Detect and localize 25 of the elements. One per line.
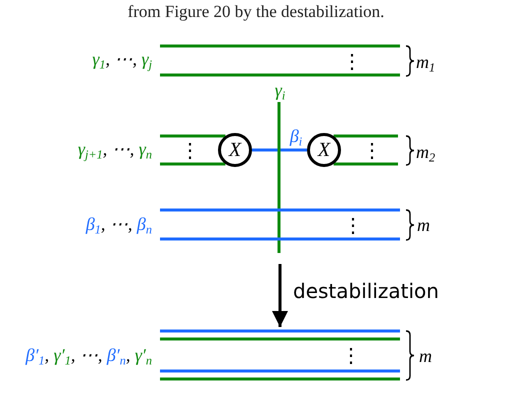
- strand-line: [334, 162, 398, 166]
- strand-label: γ$_{j+1}$, ⋯, γ$_{n}$: [78, 140, 152, 160]
- caption: from Figure 20 by the destabilization.: [128, 2, 384, 22]
- strand-line: [160, 162, 226, 166]
- ellipsis-mark: ⋮: [342, 51, 362, 71]
- circled-symbol: X: [218, 133, 252, 167]
- edge-label: β$_{i}$: [288, 127, 304, 147]
- multiplicity-label: m$_{2}$: [416, 143, 436, 163]
- strand-line: [160, 134, 226, 138]
- multiplicity-label: m: [417, 216, 430, 236]
- ellipsis-mark: ⋮: [343, 215, 363, 235]
- multiplicity-label: m$_{1}$: [416, 53, 436, 73]
- arrow: [272, 264, 288, 327]
- strand-label: γ$_{i}$: [274, 81, 286, 101]
- strand-drawing: [158, 327, 402, 383]
- strand-label: β$_{1}$, ⋯, β$_{n}$: [86, 215, 152, 235]
- multiplicity-label: m: [419, 347, 432, 367]
- strand-line: [252, 148, 307, 152]
- ellipsis-mark: ⋮: [180, 140, 200, 160]
- ellipsis-mark: ⋮: [362, 140, 382, 160]
- circled-symbol: X: [307, 133, 341, 167]
- strand-label: γ$_{1}$, ⋯, γ$_{j}$: [92, 50, 152, 70]
- strand-label: β′$_{1}$, γ′$_{1}$, ⋯, β′$_{n}$, γ′$_{n}$: [26, 346, 152, 366]
- ellipsis-mark: ⋮: [341, 345, 361, 365]
- strand-line: [334, 134, 398, 138]
